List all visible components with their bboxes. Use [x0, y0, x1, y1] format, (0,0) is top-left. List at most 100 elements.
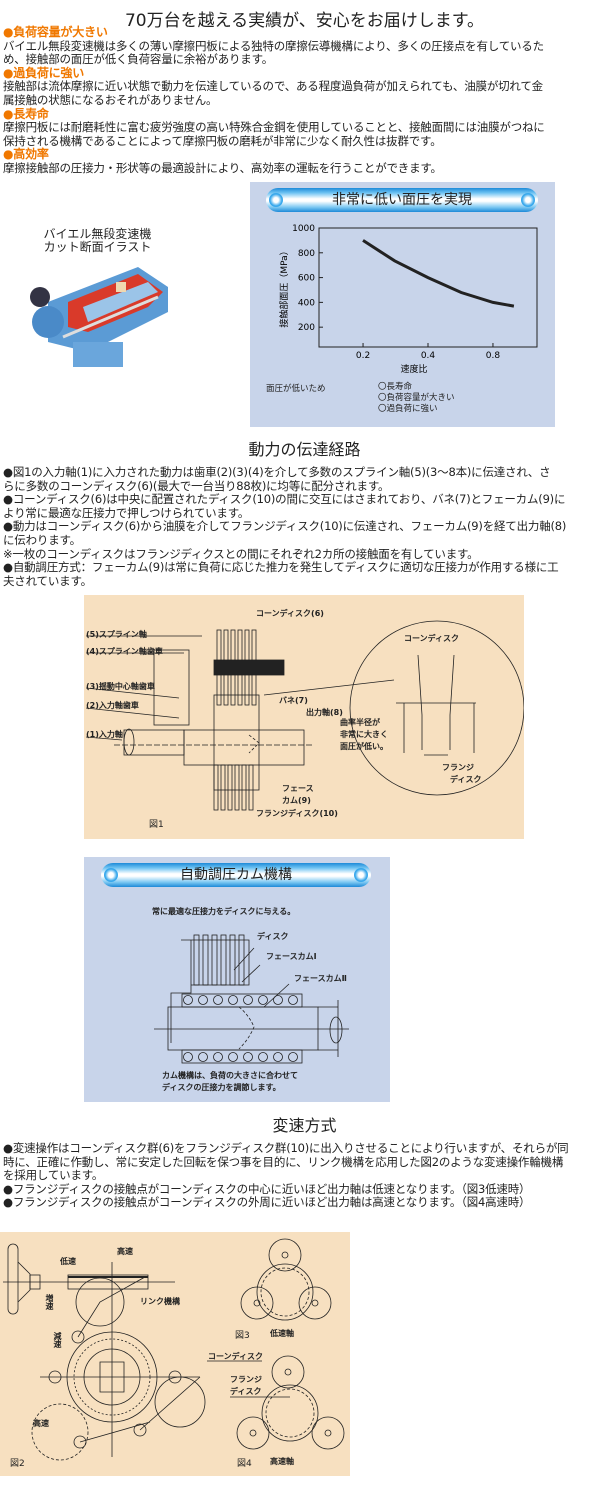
flange-disc	[234, 764, 240, 811]
transmission-heading: 動力の伝達経路	[248, 440, 361, 459]
spring-coil	[258, 995, 268, 1005]
cone-disc	[223, 629, 229, 706]
spring-coil	[258, 1052, 268, 1062]
chart-title-bar: 非常に低い面圧を実現	[266, 188, 538, 212]
cone-disc-circle	[311, 1416, 345, 1450]
cone-disc-circle	[268, 1238, 302, 1272]
spring-coil	[288, 995, 298, 1005]
spring-coil	[213, 1052, 223, 1062]
text-line: ●図1の入力軸(1)に入力された動力は歯車(2)(3)(4)を介して多数のスプラ…	[3, 465, 551, 479]
figure-4-number: 図4	[237, 1459, 252, 1469]
label-disc: ディスク	[257, 932, 289, 941]
label-cone-disc: コーンディスク	[208, 1352, 264, 1361]
figure-2-number: 図2	[10, 1459, 25, 1469]
feature-heading: ●長寿命	[3, 106, 49, 121]
speed-text: ●変速操作はコーンディスク群(6)をフランジディスク群(10)に出入りさせること…	[3, 1141, 569, 1210]
detail-flange-label: ディスク	[450, 775, 482, 784]
x-axis-label: 速度比	[400, 363, 427, 375]
benefit-list: 〇長寿命 〇負荷容量が大きい 〇過負荷に強い	[378, 382, 455, 415]
detail-note: 面圧が低い。	[340, 742, 388, 751]
feature-text: 摩擦円板には耐磨耗性に富む疲労強度の高い特殊合金鋼を使用していることと、接触面間…	[3, 120, 545, 135]
x-tick-label: 0.4	[421, 351, 436, 361]
figure-number: 図1	[149, 820, 164, 830]
series-line	[362, 239, 515, 308]
y-tick-label: 800	[298, 249, 315, 259]
label-increase: 増速	[45, 1294, 54, 1310]
shaft-icon	[311, 1299, 319, 1307]
flange-disc	[227, 764, 233, 811]
flange-disc-inner	[260, 1267, 310, 1317]
shaft-icon	[249, 1429, 257, 1437]
figure-1: コーンディスク(6) (5)スプライン軸 (4)スプライン軸歯車 (3)揺動中心…	[84, 595, 524, 839]
cam-panel: 自動調圧カム機構 常に最適な圧接力をディスクに与える。 ディスク フェースカムⅠ…	[84, 857, 390, 1102]
label-flange-disc: フランジ	[230, 1375, 262, 1384]
shaft-icon	[281, 1251, 289, 1259]
benefit-item: 〇過負荷に強い	[378, 404, 438, 414]
disc	[193, 934, 200, 986]
illustration-caption: バイエル無段変速機 カット断面イラスト	[40, 228, 155, 254]
note-line: ディスクの圧接力を調節します。	[162, 1083, 281, 1092]
bar-cap-icon	[104, 868, 118, 882]
text-line: より常に最適な圧接力で押しつけられています。	[3, 505, 250, 520]
speed-heading: 変速方式	[272, 1116, 337, 1135]
label-input-gear-2: (2)入力軸歯車	[86, 701, 139, 710]
detail-note: 非常に大きく	[340, 730, 388, 739]
flange-disc-circle	[261, 1384, 319, 1442]
text-line: ※一枚のコーンディスクはフランジディクスとの間にそれぞれ2カ所の接触面を有してい…	[3, 546, 479, 561]
spring-coil	[183, 995, 193, 1005]
chart-note: 面圧が低いため	[266, 384, 326, 394]
text-line: ●動力はコーンディスク(6)から油膜を介してフランジディスク(10)に伝達され、…	[3, 519, 567, 534]
shaft-icon	[324, 1429, 332, 1437]
feature-text: 保持される機構であることによって摩擦円板の磨耗が非常に少なく耐久性は抜群です。	[3, 133, 442, 148]
feature-heading: ●高効率	[3, 147, 49, 162]
cam-subtitle: 常に最適な圧接力をディスクに与える。	[152, 907, 296, 916]
feature-heading: ●負荷容量が大きい	[3, 25, 108, 39]
label-face-cam-9: フェース	[282, 784, 314, 793]
detail-flange-label: フランジ	[442, 763, 474, 772]
text-line: 時に、正確に作動し、常に安定した回転を保つ事を目的に、リンク機構を応用した図2の…	[3, 1154, 564, 1169]
disc	[211, 934, 218, 986]
note-line: カム機構は、負荷の大きさに合わせて	[162, 1071, 298, 1080]
spring-coil	[243, 1052, 253, 1062]
feature-text: 属接触の状態になるおそれがありません。	[3, 92, 218, 107]
feature-text: め、接触部の面圧が低く負荷容量に余裕があります。	[3, 52, 274, 67]
label-low-speed: 低速	[60, 1257, 76, 1266]
cone-disc	[216, 629, 222, 706]
figure-2-3-4: 高速 低速 リンク機構 増速 減速 高速 図2 図3 低速軸 コーンディスク フ…	[0, 1232, 350, 1476]
label-swing-gear-3: (3)揺動中心軸歯車	[86, 682, 155, 691]
y-tick-label: 600	[298, 274, 315, 284]
features-section: ●負荷容量が大きい バイエル無段変速機は多くの薄い摩擦円板による独特の摩擦伝導機…	[3, 25, 545, 176]
cone-disc	[244, 629, 250, 706]
cam-title: 自動調圧カム機構	[180, 867, 292, 883]
feature-text: 摩擦接触部の圧接力・形状等の最適設計により、高効率の運転を行うことができます。	[3, 160, 442, 175]
figure-3-number: 図3	[235, 1331, 250, 1341]
cone-disc-circle	[271, 1355, 305, 1389]
bar-cap-icon	[269, 193, 283, 207]
caption-line: バイエル無段変速機	[43, 227, 152, 241]
label-spline-shaft-5: (5)スプライン軸	[86, 630, 147, 639]
cam-drawing	[154, 934, 349, 1064]
label-flange-disc-10: フランジディスク(10)	[256, 809, 338, 818]
text-line: ●自動調圧方式：フェーカム(9)は常に負荷に応じた推力を発生してディスクに適切な…	[3, 560, 559, 575]
y-axis-label: 接触部面圧（MPa）	[278, 246, 290, 327]
plot-frame	[318, 227, 538, 348]
text-line: らに多数のコーンディスク(6)(最大で一台当り88枚)に均等に配分されます。	[3, 478, 390, 493]
spring-coil	[228, 995, 238, 1005]
label-output-shaft-8: 出力軸(8)	[306, 708, 343, 717]
flange-disc	[241, 764, 247, 811]
spring-coil	[288, 1052, 298, 1062]
benefit-item: 〇負荷容量が大きい	[378, 393, 455, 403]
bar-cap-icon	[354, 868, 368, 882]
spring-coil	[273, 995, 283, 1005]
flange-disc-inner	[265, 1388, 315, 1438]
cam-title-bar: 自動調圧カム機構	[101, 863, 371, 887]
label-high-speed-shaft: 高速軸	[270, 1457, 294, 1466]
flange-disc	[220, 764, 226, 811]
cam-note: カム機構は、負荷の大きさに合わせて ディスクの圧接力を調節します。	[162, 1070, 298, 1094]
label-spring-7: バネ(7)	[279, 696, 308, 705]
disc	[202, 934, 209, 986]
label-high-speed: 高速	[117, 1247, 133, 1256]
y-tick-label: 200	[298, 323, 315, 333]
label-low-speed-shaft: 低速軸	[270, 1329, 294, 1338]
flange-disc	[213, 764, 219, 811]
